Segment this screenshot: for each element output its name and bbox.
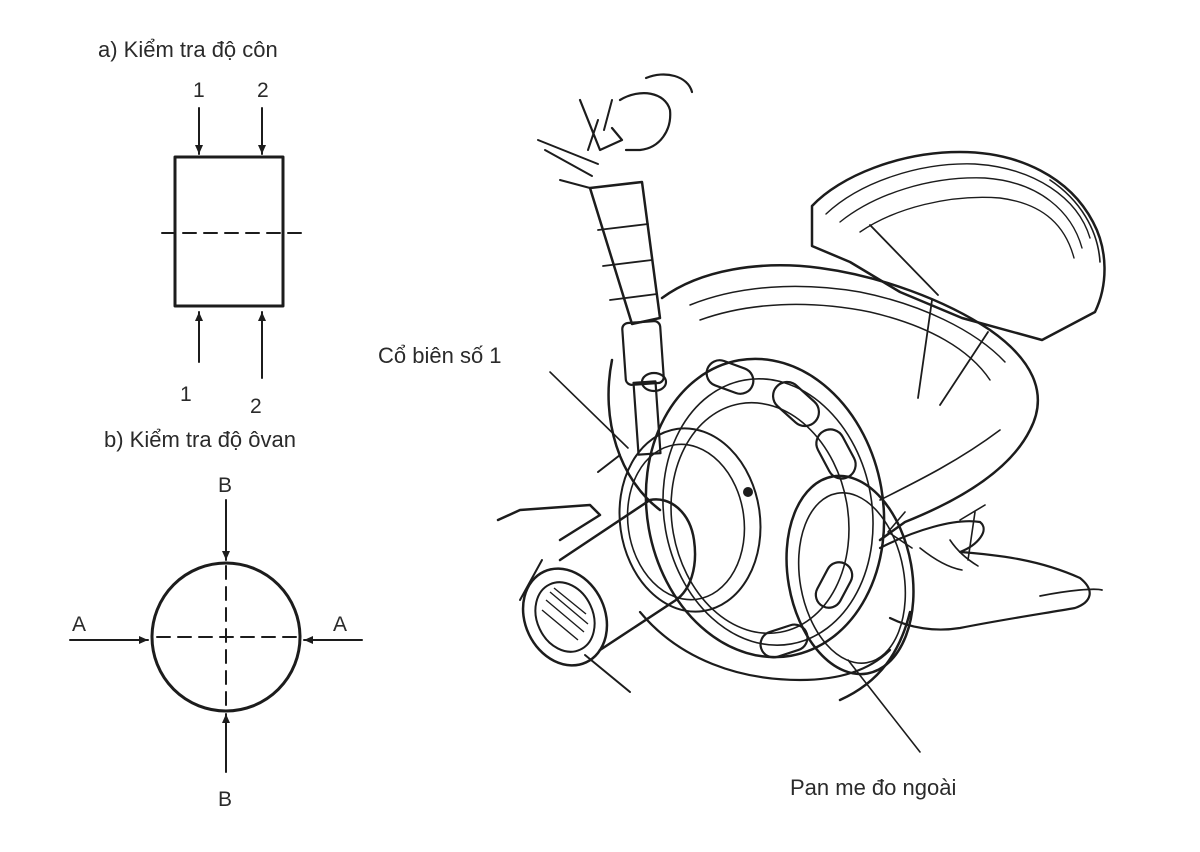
journal-callout-label: Cổ biên số 1 [378,343,502,368]
micrometer-callout-leader [847,659,921,753]
ovality-check-diagram: b) Kiểm tra độ ôvan B A A B [69,427,363,811]
taper-bottom-mark-2: 2 [250,395,262,418]
taper-top-mark-2: 2 [257,79,269,102]
ovality-left-mark-a: A [72,613,86,636]
taper-check-caption: a) Kiểm tra độ côn [98,37,278,62]
ovality-check-caption: b) Kiểm tra độ ôvan [104,427,296,452]
operator-hand [878,520,1103,631]
ovality-right-mark-a: A [333,613,347,636]
taper-bottom-mark-1: 1 [180,383,192,406]
crank-web [660,264,1040,561]
micrometer-frame [607,358,912,702]
crankshaft-snout [496,454,697,693]
journal-section-rectangle [173,155,285,308]
ovality-bottom-mark-b: B [218,788,232,811]
oil-slots [705,359,857,659]
micrometer-barrel [588,180,668,456]
taper-top-mark-1: 1 [193,79,205,102]
ovality-top-mark-b: B [218,474,232,497]
crankshaft-journal [618,357,915,676]
operator-fingers [537,73,694,189]
taper-check-diagram: a) Kiểm tra độ côn 1 2 1 2 [98,37,306,418]
journal-cross-section-circle [150,561,302,713]
journal-callout-leader [549,371,629,449]
crankshaft-micrometer-illustration: Cổ biên số 1 Pan me đo ngoài [378,73,1106,800]
micrometer-callout-label: Pan me đo ngoài [790,775,956,800]
crankshaft-counterweight [810,150,1106,342]
